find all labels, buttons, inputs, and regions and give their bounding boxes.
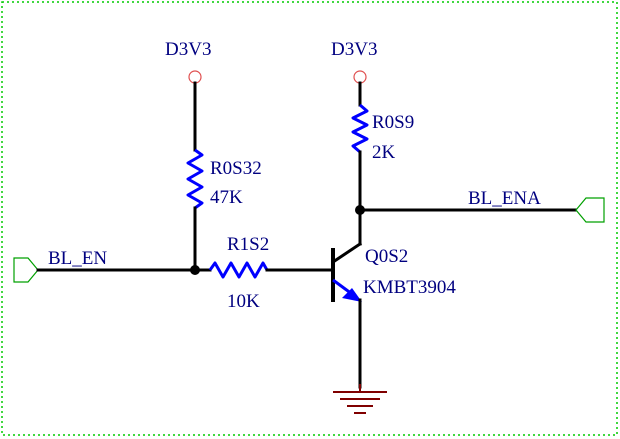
power-symbol-right: [353, 70, 367, 84]
power-label-right: D3V3: [331, 39, 377, 60]
resistor-r1s2-ref: R1S2: [227, 234, 269, 255]
resistor-r0s9-ref: R0S9: [372, 112, 414, 133]
transistor-part: KMBT3904: [363, 277, 456, 298]
port-bl-ena-label: BL_ENA: [468, 188, 541, 209]
port-bl-ena[interactable]: [575, 197, 605, 223]
resistor-r1s2-value: 10K: [227, 291, 260, 312]
ground-symbol: [333, 384, 387, 414]
resistor-r0s32-value: 47K: [210, 187, 243, 208]
resistor-r0s9-value: 2K: [372, 142, 396, 163]
power-symbol-left: [188, 70, 202, 84]
resistor-r0s32: [186, 148, 204, 210]
transistor-q0s2: [330, 241, 363, 302]
port-bl-en[interactable]: [13, 257, 39, 283]
resistor-r0s9: [351, 103, 369, 154]
port-bl-en-label: BL_EN: [48, 248, 107, 269]
power-label-left: D3V3: [165, 39, 211, 60]
transistor-collector-leg: [330, 241, 363, 265]
transistor-ref: Q0S2: [365, 246, 408, 267]
resistor-r1s2: [208, 261, 269, 279]
transistor-emitter-arrow: [342, 288, 362, 302]
resistor-r0s32-ref: R0S32: [210, 158, 262, 179]
